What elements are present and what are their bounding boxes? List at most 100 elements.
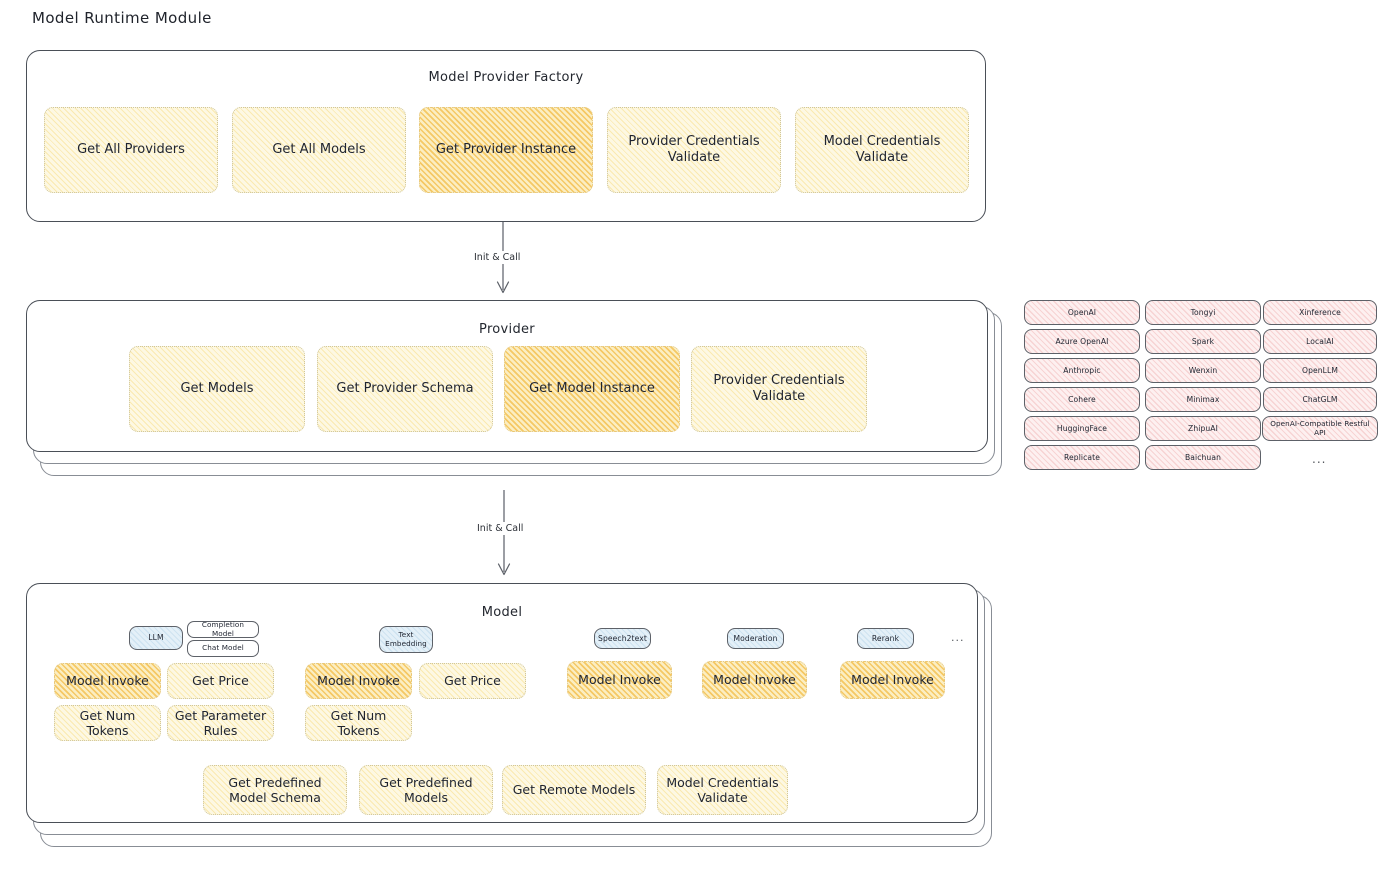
node-label: Provider Credentials Validate: [713, 373, 845, 404]
model-type-label: Rerank: [871, 633, 900, 643]
provider-chip-wenxin[interactable]: Wenxin: [1145, 358, 1261, 383]
node-label: Get Model Instance: [529, 381, 655, 397]
arrow-provider-to-model: [497, 490, 511, 576]
node-llm-get-price[interactable]: Get Price: [167, 663, 274, 699]
node-moderation-model-invoke[interactable]: Model Invoke: [702, 661, 807, 699]
node-embedding-get-num-tokens[interactable]: Get Num Tokens: [305, 705, 412, 741]
provider-chip-huggingface[interactable]: HuggingFace: [1024, 416, 1140, 441]
node-get-provider-instance[interactable]: Get Provider Instance: [419, 107, 593, 193]
provider-chip-label: Spark: [1191, 336, 1215, 346]
model-type-label: Moderation: [733, 633, 778, 643]
node-embedding-model-invoke[interactable]: Model Invoke: [305, 663, 412, 699]
page-title: Model Runtime Module: [32, 9, 212, 27]
provider-title: Provider: [479, 322, 535, 337]
node-llm-model-invoke[interactable]: Model Invoke: [54, 663, 161, 699]
provider-chip-openai-compatible-restful-api[interactable]: OpenAI-Compatible Restful API: [1262, 416, 1378, 441]
provider-chip-label: Anthropic: [1063, 365, 1101, 375]
node-label: Model Invoke: [578, 672, 661, 688]
node-label: Get All Models: [272, 142, 366, 158]
provider-chip-tongyi[interactable]: Tongyi: [1145, 300, 1261, 325]
node-get-model-instance[interactable]: Get Model Instance: [504, 346, 680, 432]
node-label: Get Provider Schema: [336, 381, 474, 397]
node-model-credentials-validate-3[interactable]: Model Credentials Validate: [657, 765, 788, 815]
model-subtype-label: Chat Model: [202, 643, 244, 653]
model-title: Model: [481, 605, 523, 620]
node-label: Get Price: [192, 673, 249, 689]
model-types-more-ellipsis: ...: [951, 631, 965, 644]
provider-chip-label: Baichuan: [1184, 452, 1222, 462]
model-type-label: LLM: [148, 633, 164, 643]
provider-chip-azure-openai[interactable]: Azure OpenAI: [1024, 329, 1140, 354]
node-llm-get-num-tokens[interactable]: Get Num Tokens: [54, 705, 161, 741]
provider-chip-label: Wenxin: [1188, 365, 1218, 375]
arrow-label-init-call-1: Init & Call: [470, 251, 525, 264]
model-type-chip-llm[interactable]: LLM: [129, 626, 183, 650]
node-label: Model Invoke: [713, 672, 796, 688]
provider-chip-cohere[interactable]: Cohere: [1024, 387, 1140, 412]
model-type-chip-text-embedding[interactable]: Text Embedding: [379, 626, 433, 653]
provider-chip-spark[interactable]: Spark: [1145, 329, 1261, 354]
node-label: Get All Providers: [77, 142, 185, 158]
node-model-credentials-validate[interactable]: Model Credentials Validate: [795, 107, 969, 193]
provider-chip-label: HuggingFace: [1056, 423, 1108, 433]
node-rerank-model-invoke[interactable]: Model Invoke: [840, 661, 945, 699]
node-label: Get Predefined Models: [379, 774, 473, 805]
node-get-predefined-model-schema[interactable]: Get Predefined Model Schema: [203, 765, 347, 815]
node-speech2text-model-invoke[interactable]: Model Invoke: [567, 661, 672, 699]
provider-chip-label: Cohere: [1068, 394, 1096, 404]
provider-chip-anthropic[interactable]: Anthropic: [1024, 358, 1140, 383]
provider-chip-label: Replicate: [1063, 452, 1101, 462]
provider-chip-label: Tongyi: [1190, 307, 1216, 317]
model-type-chip-speech2text[interactable]: Speech2text: [594, 628, 651, 649]
model-subtype-completion-model[interactable]: Completion Model: [187, 619, 259, 638]
node-label: Get Num Tokens: [330, 707, 387, 738]
provider-chip-label: OpenLLM: [1302, 365, 1338, 375]
provider-chip-xinference[interactable]: Xinference: [1263, 300, 1377, 325]
provider-chip-label: Xinference: [1299, 307, 1341, 317]
model-subtype-label: Completion Model: [201, 619, 245, 638]
node-label: Model Credentials Validate: [823, 134, 941, 165]
provider-chip-openllm[interactable]: OpenLLM: [1263, 358, 1377, 383]
node-get-all-models[interactable]: Get All Models: [232, 107, 406, 193]
node-label: Model Invoke: [66, 673, 149, 689]
provider-chip-label: LocalAI: [1306, 336, 1334, 346]
node-embedding-get-price[interactable]: Get Price: [419, 663, 526, 699]
model-type-chip-moderation[interactable]: Moderation: [727, 628, 784, 649]
provider-chip-baichuan[interactable]: Baichuan: [1145, 445, 1261, 470]
node-get-models[interactable]: Get Models: [129, 346, 305, 432]
node-label: Get Remote Models: [512, 782, 636, 798]
model-type-chip-rerank[interactable]: Rerank: [857, 628, 914, 649]
node-label: Get Provider Instance: [435, 142, 577, 158]
provider-chip-localai[interactable]: LocalAI: [1263, 329, 1377, 354]
model-subtype-chat-model[interactable]: Chat Model: [187, 640, 259, 657]
provider-chip-zhipuai[interactable]: ZhipuAI: [1145, 416, 1261, 441]
node-get-provider-schema[interactable]: Get Provider Schema: [317, 346, 493, 432]
node-label: Model Invoke: [851, 672, 934, 688]
model-type-label: Speech2text: [598, 633, 647, 643]
provider-chip-replicate[interactable]: Replicate: [1024, 445, 1140, 470]
provider-chip-label: ZhipuAI: [1188, 423, 1218, 433]
factory-title: Model Provider Factory: [428, 70, 584, 85]
node-get-remote-models[interactable]: Get Remote Models: [502, 765, 646, 815]
node-label: Model Invoke: [317, 673, 400, 689]
provider-chip-chatglm[interactable]: ChatGLM: [1263, 387, 1377, 412]
node-label: Provider Credentials Validate: [628, 134, 760, 165]
provider-chip-label: OpenAI-Compatible Restful API: [1270, 418, 1370, 437]
provider-chip-label: Minimax: [1186, 394, 1220, 404]
node-get-all-providers[interactable]: Get All Providers: [44, 107, 218, 193]
node-provider-credentials-validate-2[interactable]: Provider Credentials Validate: [691, 346, 867, 432]
provider-chip-label: ChatGLM: [1302, 394, 1338, 404]
node-label: Get Parameter Rules: [174, 707, 267, 738]
node-get-predefined-models[interactable]: Get Predefined Models: [359, 765, 493, 815]
provider-chip-label: OpenAI: [1067, 307, 1097, 317]
model-type-label: Text Embedding: [385, 629, 427, 648]
provider-list-more-ellipsis: ...: [1312, 452, 1327, 466]
arrow-label-init-call-2: Init & Call: [473, 522, 528, 535]
provider-chip-minimax[interactable]: Minimax: [1145, 387, 1261, 412]
node-provider-credentials-validate[interactable]: Provider Credentials Validate: [607, 107, 781, 193]
node-llm-get-parameter-rules[interactable]: Get Parameter Rules: [167, 705, 274, 741]
node-label: Get Models: [180, 381, 254, 397]
provider-chip-label: Azure OpenAI: [1055, 336, 1109, 346]
provider-chip-openai[interactable]: OpenAI: [1024, 300, 1140, 325]
